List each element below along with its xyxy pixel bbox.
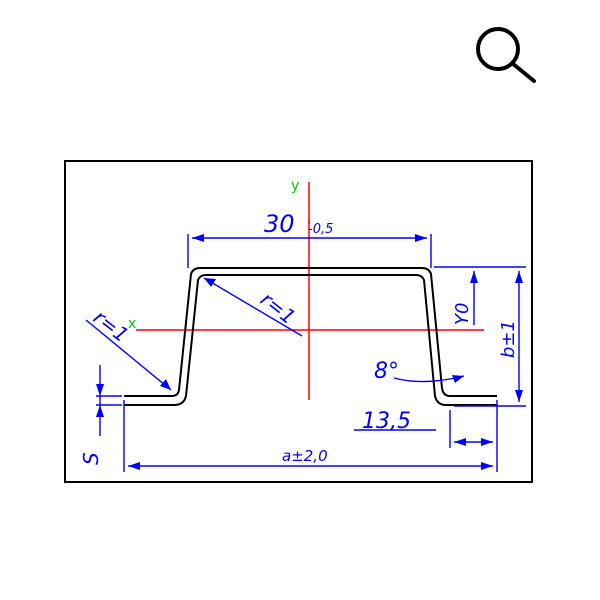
y0-label: Y0	[452, 303, 473, 325]
zoom-button[interactable]	[470, 22, 542, 86]
hat-profile	[124, 267, 497, 406]
top-width-tolerance: -0,5	[308, 222, 333, 237]
dimension-lines	[85, 234, 526, 472]
axis-y-label: y	[291, 178, 299, 194]
technical-drawing: y x	[64, 160, 533, 483]
height-label: b±1	[498, 320, 519, 358]
top-width-label: 30	[264, 210, 295, 238]
flange-width-label: 13,5	[362, 409, 411, 434]
profile-outer-line	[124, 267, 497, 397]
center-axes	[136, 182, 484, 400]
angle-label: 8°	[374, 359, 399, 384]
axis-x-label: x	[128, 316, 136, 332]
total-width-label: a±2,0	[282, 447, 328, 465]
dimension-arrows	[96, 234, 523, 470]
drawing-border	[64, 160, 533, 483]
thickness-label: S	[79, 452, 103, 465]
profile-inner-line	[124, 274, 497, 406]
magnifier-icon	[476, 27, 536, 83]
